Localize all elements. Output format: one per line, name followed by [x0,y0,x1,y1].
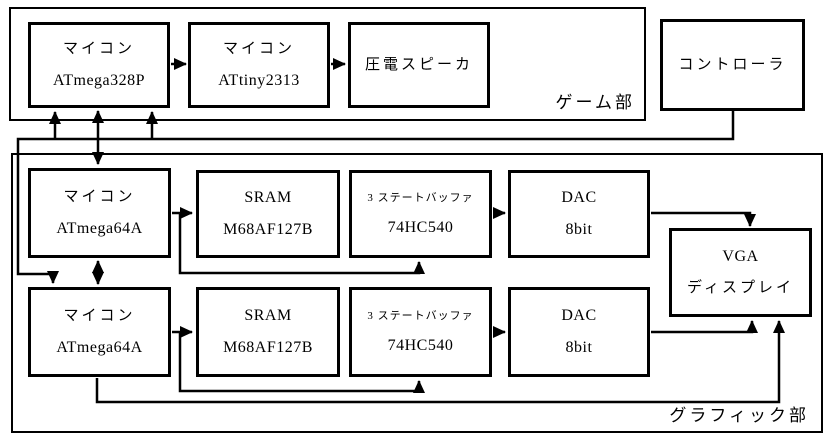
box-label-model: ATmega64A [56,338,143,356]
box-label-type: 圧電スピーカ [364,56,473,73]
box-label-model: ディスプレイ [687,280,794,296]
box-label-type: SRAM [244,307,292,324]
box-label-model: 8bit [565,339,593,356]
box-label-type: 3 ステートバッファ [367,309,474,322]
box-label-type: マイコン [63,188,136,205]
box-sram-1: SRAM M68AF127B [196,170,340,258]
box-label-model: ATtiny2313 [218,71,300,89]
box-label-type: マイコン [63,307,136,324]
box-label-model: 74HC540 [387,336,454,354]
box-label-type: コントローラ [678,56,787,73]
box-label-type: マイコン [222,40,295,57]
box-label-model: 8bit [565,221,593,238]
box-label-model: M68AF127B [223,339,313,356]
box-label-type: DAC [561,189,597,206]
box-dac-1: DAC 8bit [508,170,650,258]
box-piezo-speaker: 圧電スピーカ [348,22,490,108]
box-mcu-atmega64a-2: マイコン ATmega64A [28,287,171,377]
box-label-type: SRAM [244,189,292,206]
box-label-type: DAC [561,307,597,324]
game-section-label: ゲーム部 [555,93,635,112]
box-dac-2: DAC 8bit [508,287,650,377]
box-label-model: M68AF127B [223,221,313,238]
box-label-model: ATmega64A [56,219,143,237]
box-label-type: マイコン [62,40,135,57]
box-mcu-attiny2313: マイコン ATtiny2313 [188,22,330,108]
box-mcu-atmega328p: マイコン ATmega328P [28,22,170,108]
box-tristate-buffer-1: 3 ステートバッファ 74HC540 [349,170,492,258]
box-label-type: 3 ステートバッファ [367,191,474,204]
box-sram-2: SRAM M68AF127B [196,287,340,377]
graphics-section-label: グラフィック部 [669,406,809,425]
box-mcu-atmega64a-1: マイコン ATmega64A [28,168,171,258]
box-label-model: ATmega328P [52,71,146,89]
box-label-type: VGA [722,248,759,265]
box-vga-display: VGA ディスプレイ [669,228,812,317]
box-controller: コントローラ [660,19,805,111]
box-label-model: 74HC540 [387,218,454,236]
box-tristate-buffer-2: 3 ステートバッファ 74HC540 [349,287,492,377]
